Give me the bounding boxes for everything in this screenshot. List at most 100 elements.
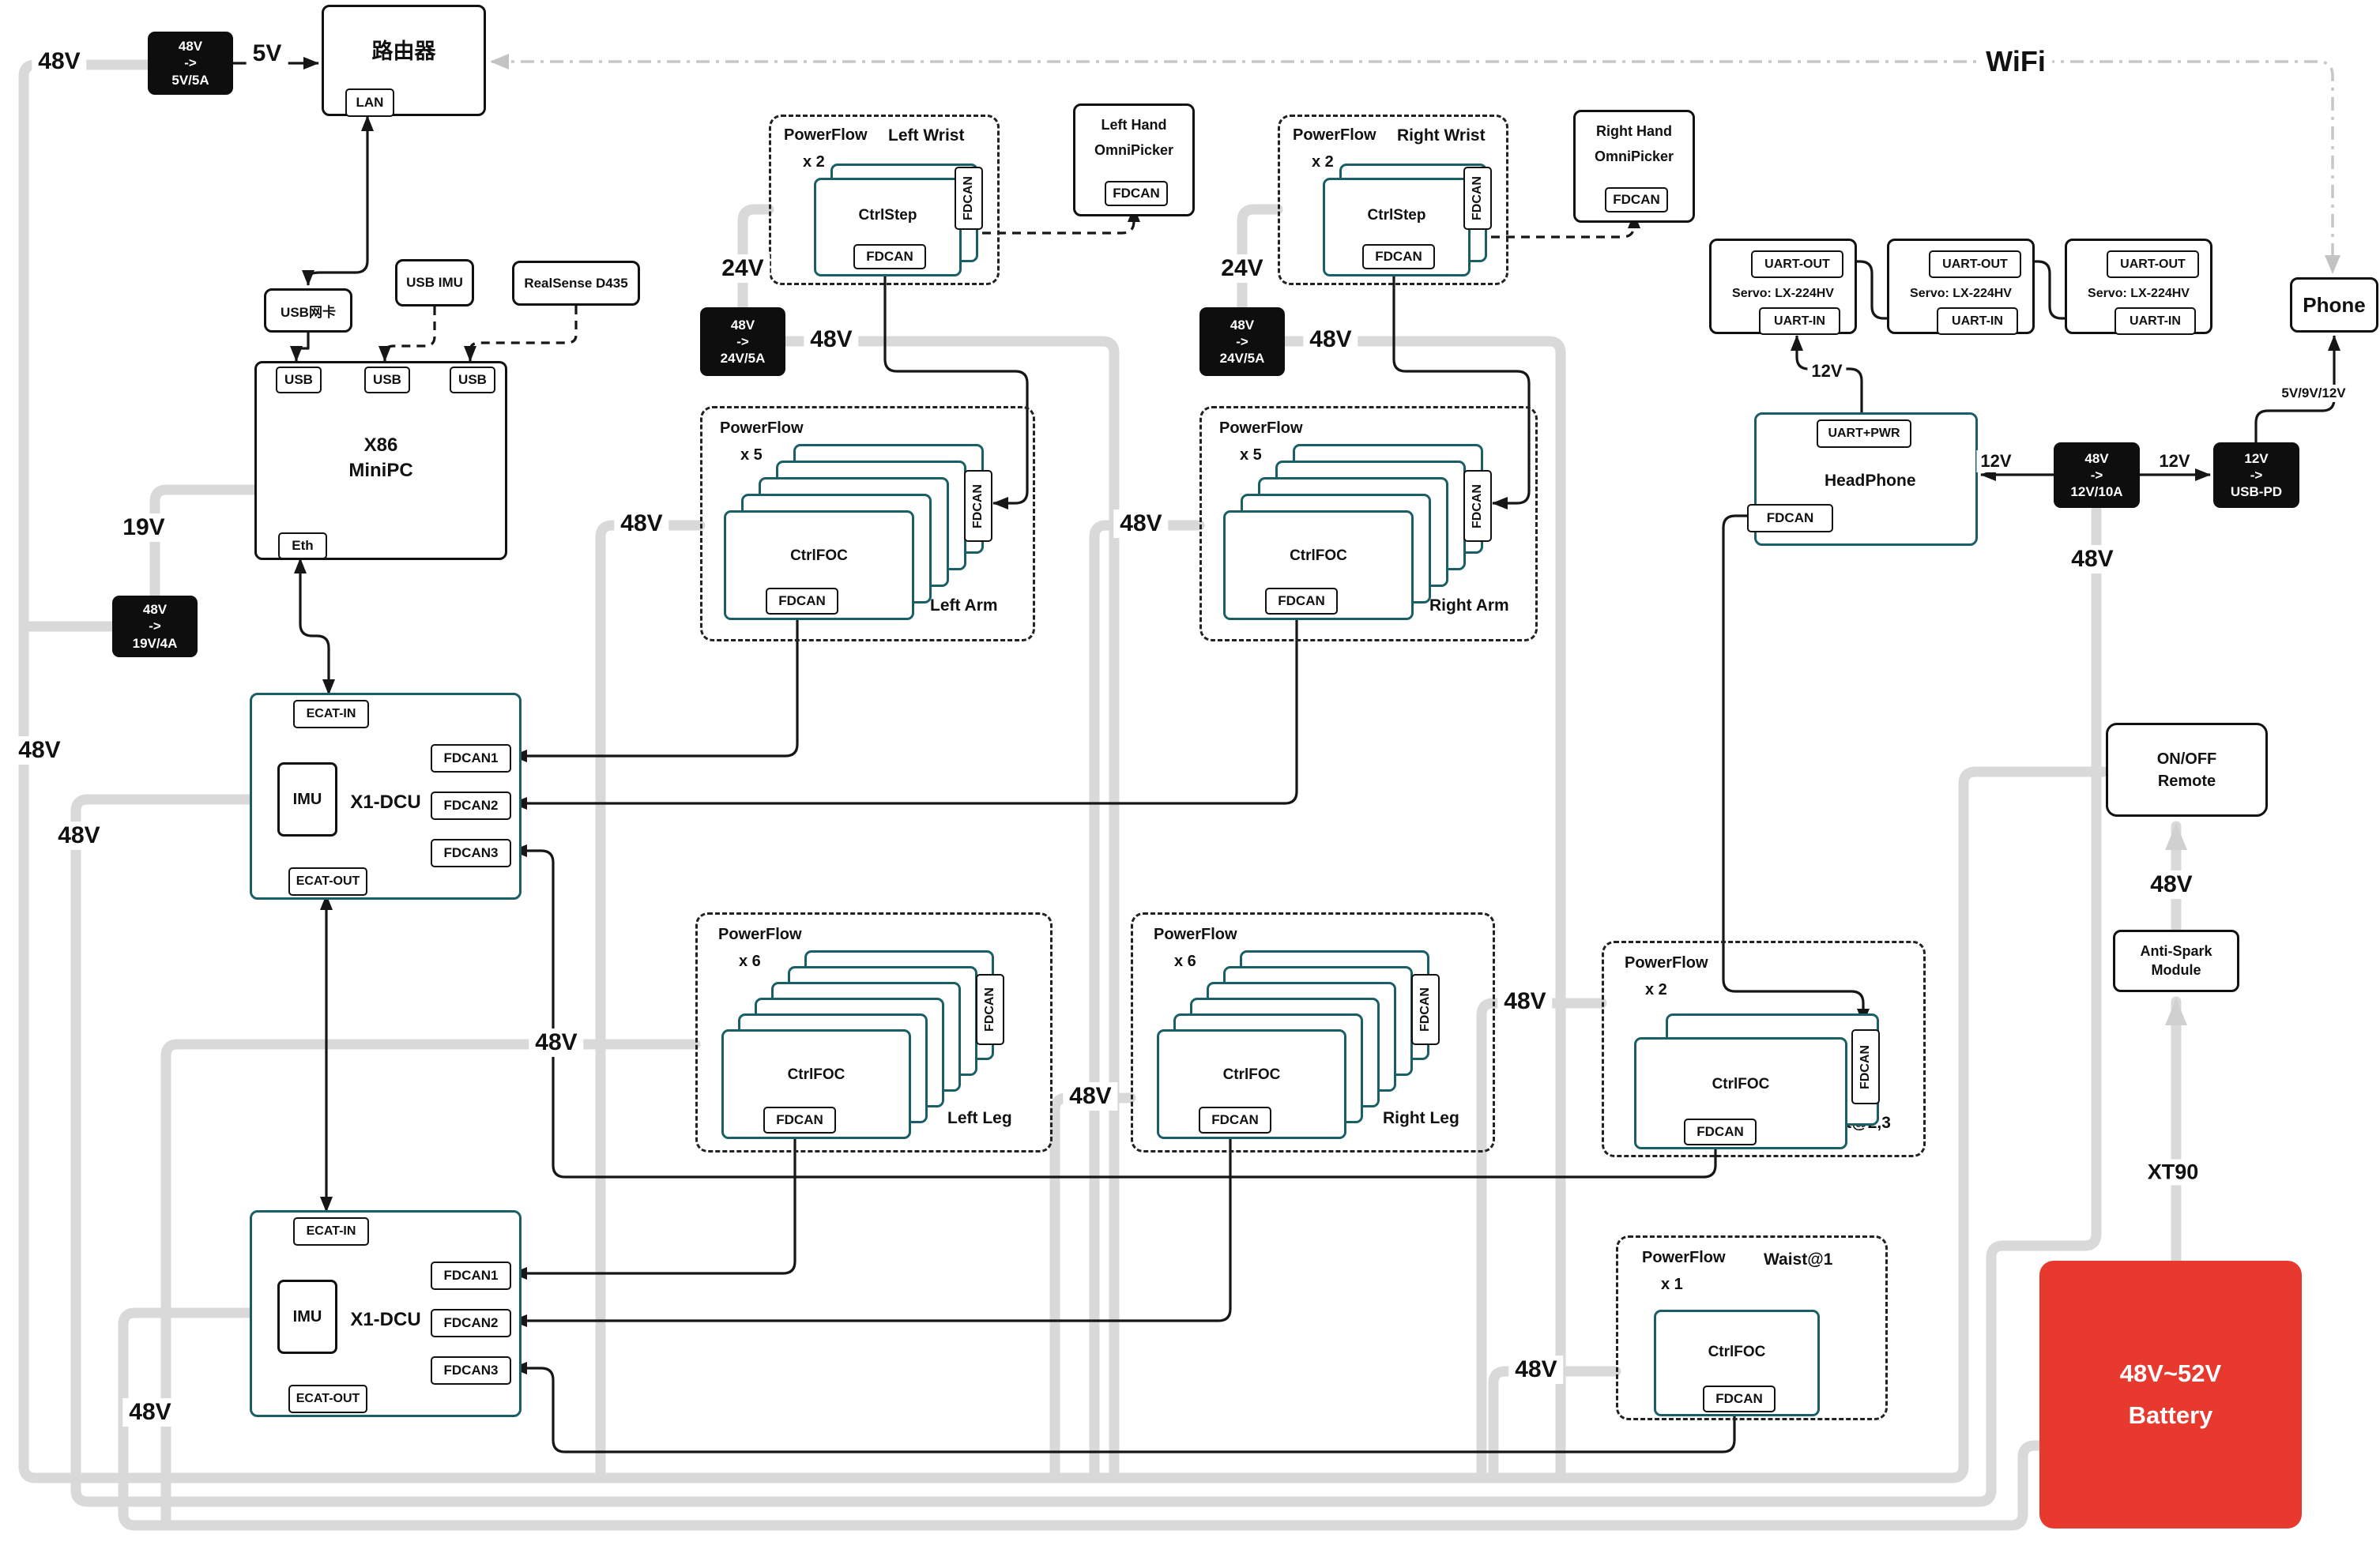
signal-line-servo1-servo2: [1841, 260, 1932, 325]
fdcan-port: FDCAN: [1684, 1119, 1757, 1145]
converter-arrow: ->: [184, 55, 197, 71]
converter-arrow: ->: [1236, 333, 1248, 349]
converter-arrow: ->: [2090, 467, 2103, 483]
voltage-label-24v: 24V: [715, 254, 770, 283]
fdcan-tab-vertical: FDCAN: [1463, 167, 1492, 230]
voltage-label-24v: 24V: [1214, 254, 1270, 283]
voltage-label-12v: 12V: [2155, 450, 2194, 472]
imu-box: IMU: [277, 1280, 337, 1354]
fdcan-tab-label: FDCAN: [962, 176, 975, 220]
powerflow-mult: x 2: [1312, 153, 1334, 171]
hand-label: Left Hand: [1101, 117, 1167, 133]
fdcan-port: FDCAN: [1265, 588, 1338, 615]
servo-name: Servo: LX-224HV: [2088, 287, 2190, 300]
fdcan1-port: FDCAN1: [431, 744, 511, 773]
fdcan-port: FDCAN: [1105, 181, 1168, 206]
power-line: [70, 505, 2102, 1507]
lan-port: LAN: [345, 88, 394, 117]
power-line: [595, 520, 706, 1483]
fdcan-tab-vertical: FDCAN: [1851, 1029, 1880, 1104]
x86-minipc-box: USB USB USB X86 MiniPC Eth: [254, 361, 507, 560]
fdcan-port: FDCAN: [1362, 244, 1435, 269]
powerflow-label: PowerFlow: [1293, 126, 1376, 144]
fdcan-tab-vertical: FDCAN: [1411, 974, 1440, 1045]
uart-out-port: UART-OUT: [1929, 250, 2021, 278]
servo-box-3: UART-OUT Servo: LX-224HV UART-IN: [2065, 239, 2212, 335]
voltage-label-48v: 48V: [529, 1028, 584, 1057]
powerflow-label: PowerFlow: [1625, 954, 1708, 972]
signal-line-leftleg-fdcan1: [511, 1129, 796, 1280]
signal-line-nic-usb: [290, 333, 310, 362]
converter-in: 12V: [2244, 450, 2269, 466]
voltage-label-48v: 48V: [2144, 870, 2199, 899]
usb-port-1: USB: [276, 367, 322, 393]
headphone-title: HeadPhone: [1825, 472, 1916, 490]
power-line: [1089, 520, 1205, 1483]
remote-line2: Remote: [2157, 772, 2216, 790]
ctrl-label: CtrlFOC: [1712, 1076, 1770, 1092]
wifi-line: [490, 54, 2340, 274]
powerflow-label: PowerFlow: [720, 419, 804, 437]
antispark-line1: Anti-Spark: [2140, 943, 2212, 960]
usb-port-2: USB: [364, 367, 410, 393]
dcu-title: X1-DCU: [350, 1309, 421, 1330]
fdcan-port: FDCAN: [853, 244, 926, 269]
converter-arrow: ->: [149, 619, 161, 634]
usb-imu-box: USB IMU: [395, 259, 474, 306]
signal-line-waist1-fdcan3: [511, 1362, 1736, 1453]
dashed-line-realsense: [464, 306, 578, 362]
converter-out: 5V/5A: [171, 72, 209, 88]
converter-in: 48V: [1230, 317, 1255, 333]
fdcan-tab-label: FDCAN: [983, 987, 996, 1032]
converter-48v-to-24v-right: 48V -> 24V/5A: [1199, 307, 1285, 376]
powerflow-label: PowerFlow: [784, 126, 868, 144]
servo-name: Servo: LX-224HV: [1732, 287, 1834, 300]
uart-in-port: UART-IN: [1937, 307, 2018, 335]
usb-nic-box: USB网卡: [264, 288, 352, 333]
fdcan-tab-label: FDCAN: [971, 483, 985, 528]
signal-line-waist23-fdcan3: [511, 844, 1717, 1179]
fdcan-tab-label: FDCAN: [1471, 176, 1484, 220]
power-line: [118, 1307, 2045, 1531]
onoff-remote-box: ON/OFF Remote: [2106, 723, 2268, 817]
converter-out: 24V/5A: [720, 351, 766, 367]
signal-line-usbpd-phone: [2254, 335, 2340, 442]
powerflow-card: CtrlFOC FDCAN: [1654, 1310, 1820, 1416]
power-line: [1488, 1366, 1621, 1483]
powerflow-mult: x 5: [740, 446, 763, 464]
dashed-line-left-omnipicker: [982, 206, 1140, 235]
fdcan-port: FDCAN: [1605, 187, 1668, 212]
voltage-label-5v9v12v: 5V/9V/12V: [2278, 385, 2349, 402]
dcu-title: X1-DCU: [350, 792, 421, 813]
voltage-label-48v: 48V: [614, 510, 669, 538]
voltage-label-48v: 48V: [1497, 987, 1553, 1016]
imu-box: IMU: [277, 762, 337, 837]
converter-12v-to-usbpd: 12V -> USB-PD: [2213, 442, 2299, 508]
ctrl-label: CtrlFOC: [790, 547, 848, 564]
power-line: [1476, 998, 1607, 1483]
fdcan-port: FDCAN: [1703, 1386, 1776, 1412]
converter-in: 48V: [2084, 450, 2109, 466]
phone-box: Phone: [2290, 277, 2378, 333]
fdcan-tab-label: FDCAN: [1418, 987, 1432, 1032]
ctrl-label: CtrlFOC: [1222, 1066, 1281, 1083]
powerflow-card: CtrlFOC FDCAN: [1634, 1037, 1847, 1149]
converter-out: 24V/5A: [1219, 351, 1265, 367]
uart-out-port: UART-OUT: [2107, 250, 2199, 278]
converter-out: 19V/4A: [132, 635, 178, 651]
powerflow-name: Right Wrist: [1397, 126, 1486, 145]
servo-name: Servo: LX-224HV: [1910, 287, 2012, 300]
ctrl-label: CtrlFOC: [1708, 1344, 1766, 1360]
uart-pwr-port: UART+PWR: [1817, 419, 1911, 448]
powerflow-label: PowerFlow: [718, 926, 802, 943]
fdcan-tab-vertical: FDCAN: [955, 167, 983, 230]
